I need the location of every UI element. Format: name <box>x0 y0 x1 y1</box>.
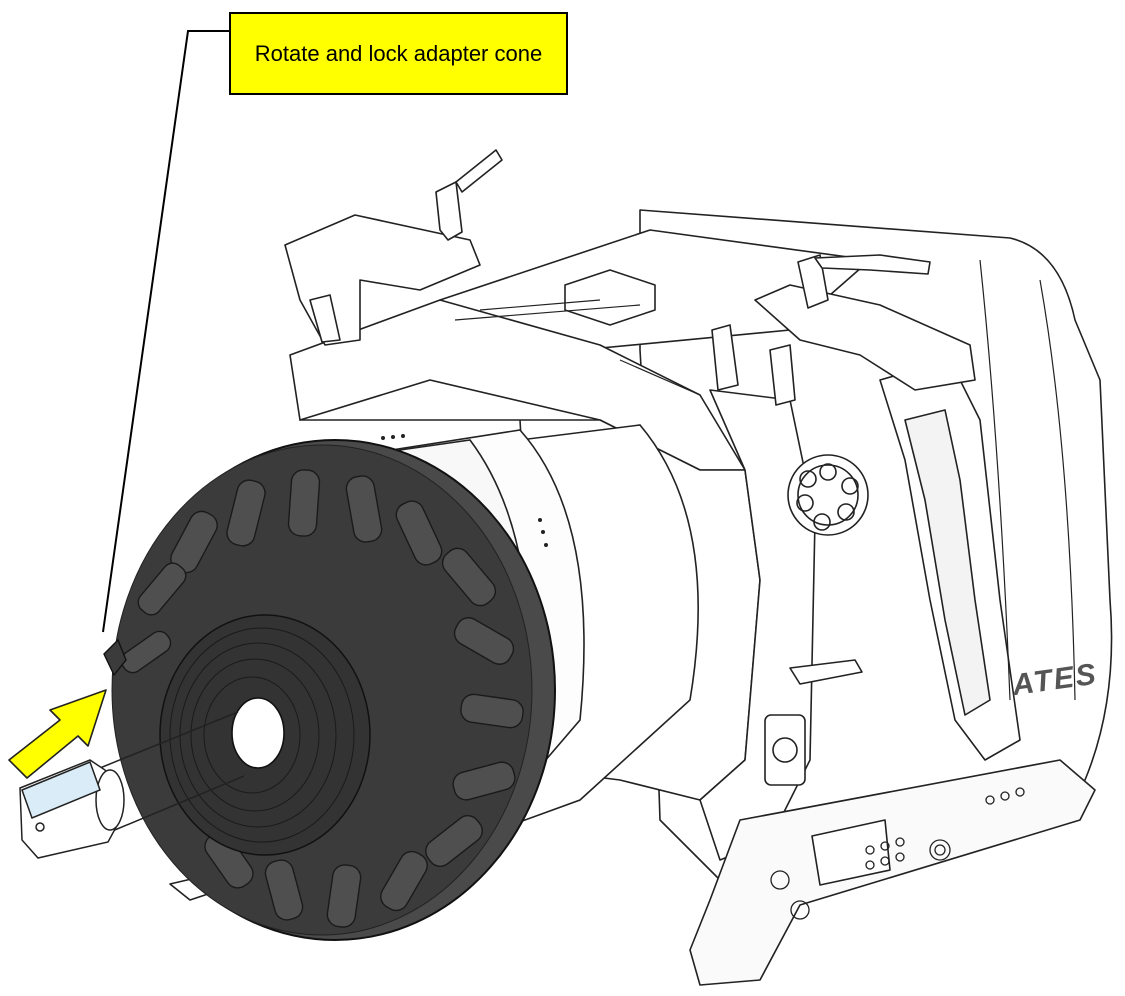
instruction-callout: Rotate and lock adapter cone <box>229 12 568 95</box>
adapter-cone-tool <box>19 711 245 859</box>
lens-cap <box>103 439 556 941</box>
callout-leader-line <box>102 30 229 633</box>
callout-text: Rotate and lock adapter cone <box>254 40 543 66</box>
insertion-arrow <box>8 689 107 779</box>
